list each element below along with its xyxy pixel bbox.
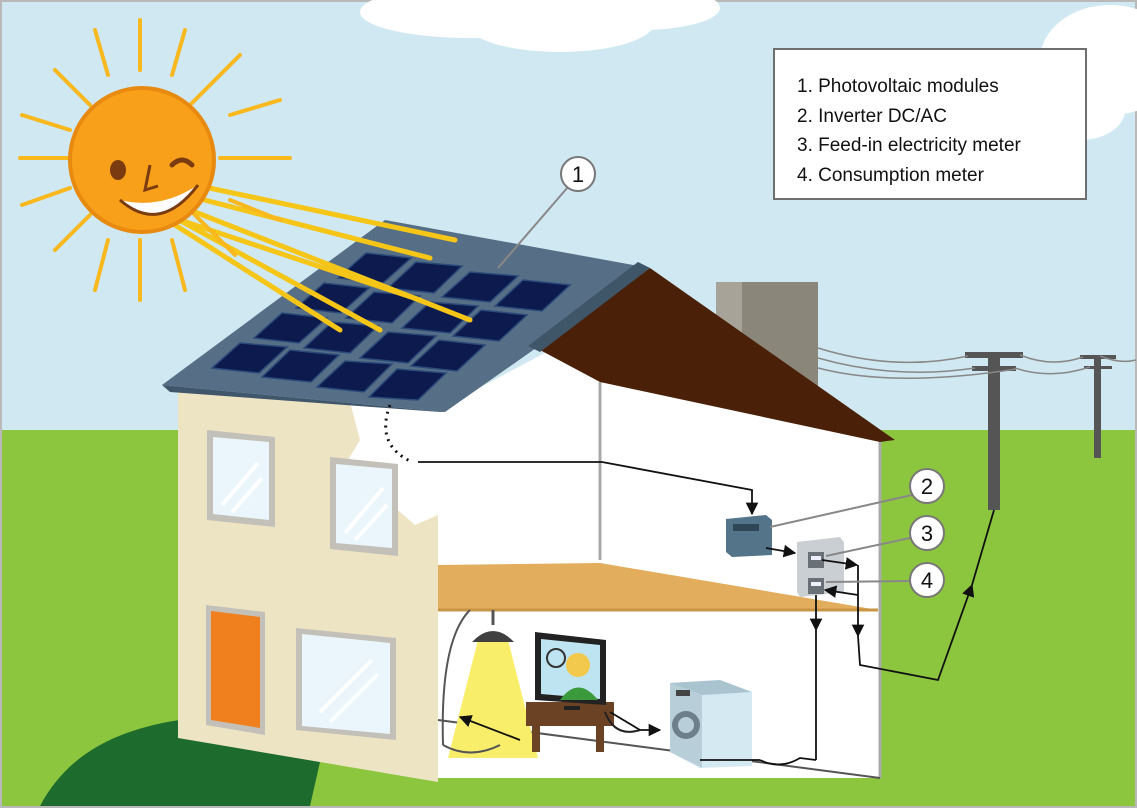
- lamp-light: [448, 640, 538, 758]
- svg-text:4: 4: [921, 568, 933, 593]
- leader-lines: [497, 186, 913, 583]
- washing-machine: [670, 680, 752, 768]
- callout-2: 2: [909, 468, 945, 504]
- legend-item-pv-modules: 1. Photovoltaic modules: [797, 76, 999, 97]
- callout-4: 4: [909, 562, 945, 598]
- sun-rays: [167, 182, 473, 333]
- legend-item-feed-in-meter: 3. Feed-in electricity meter: [797, 135, 1021, 156]
- callout-3: 3: [909, 515, 945, 551]
- front-door: [211, 611, 260, 728]
- inner-roof: [540, 268, 895, 442]
- television: [526, 632, 614, 752]
- svg-text:1: 1: [572, 162, 584, 187]
- sun: [18, 18, 292, 302]
- legend-item-consumption-meter: 4. Consumption meter: [797, 164, 984, 186]
- wiring: [384, 404, 995, 766]
- meter-box: [797, 537, 844, 597]
- power-poles: [965, 352, 1116, 510]
- legend-item-inverter: 2. Inverter DC/AC: [797, 105, 947, 127]
- callout-1: 1: [560, 156, 596, 192]
- floor-slab: [438, 563, 878, 610]
- power-wires: [817, 347, 1137, 379]
- photovoltaic-modules: [210, 252, 572, 401]
- inverter-device: [726, 515, 772, 557]
- svg-text:3: 3: [921, 521, 933, 546]
- legend-box: 1. Photovoltaic modules 2. Inverter DC/A…: [773, 48, 1087, 200]
- ceiling-lamp: [472, 631, 514, 642]
- svg-text:2: 2: [921, 474, 933, 499]
